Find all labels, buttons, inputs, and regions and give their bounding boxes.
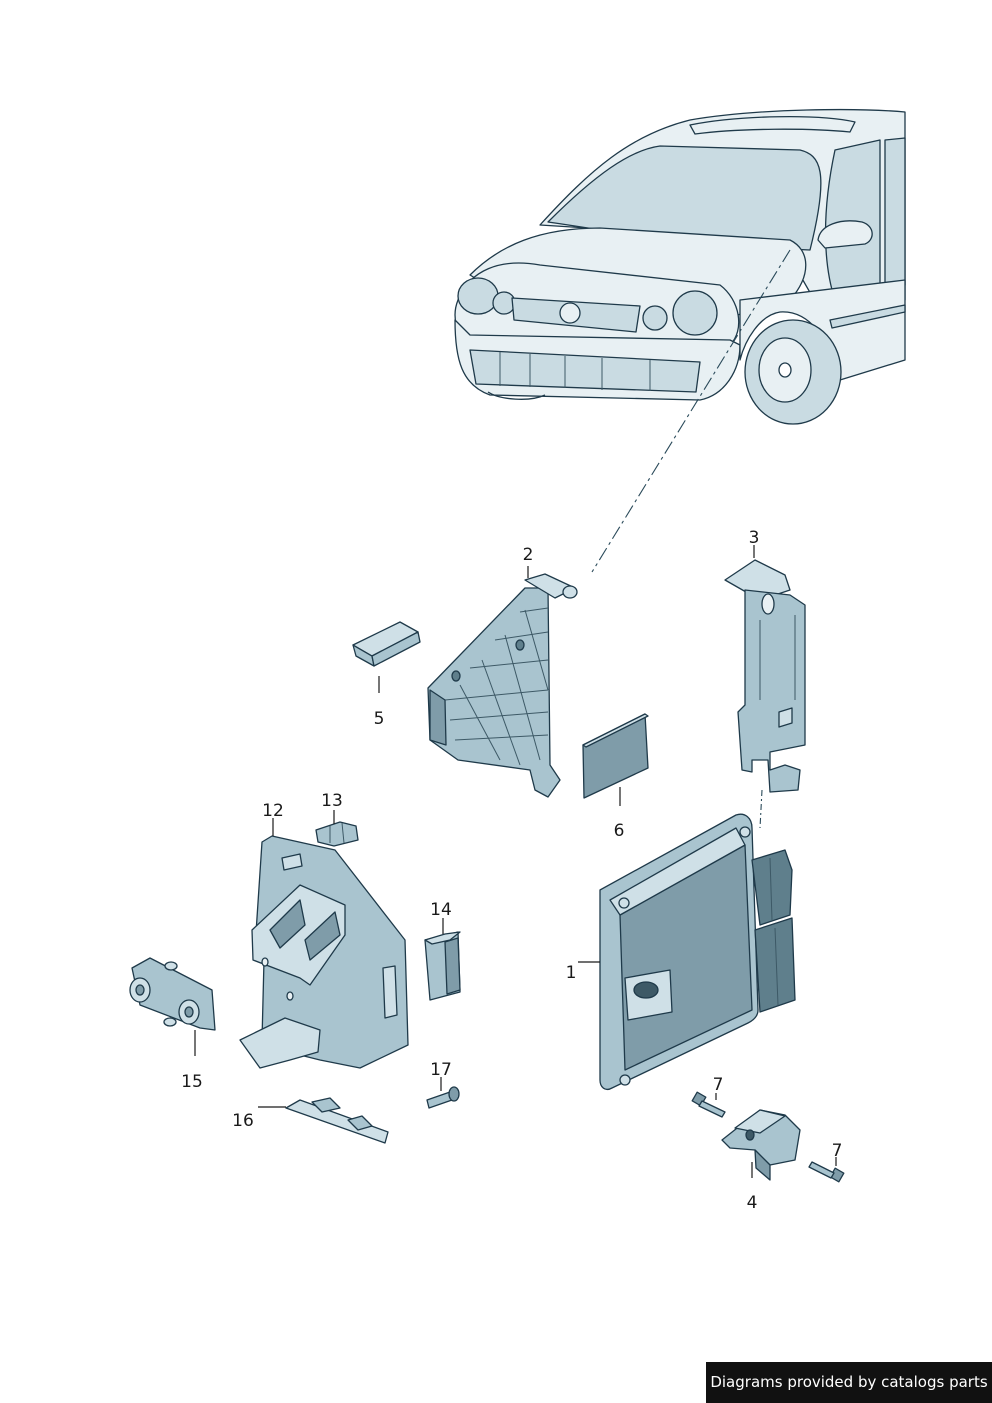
part-2-grid [444, 607, 549, 766]
part-12-bracket [239, 835, 409, 1069]
part-1-control-unit [599, 813, 796, 1091]
callout-16: 16 [232, 1111, 254, 1131]
part-7-screw-a [691, 1091, 726, 1118]
part-4-holder [721, 1109, 801, 1181]
locator-line-2 [759, 789, 763, 829]
callout-6: 6 [614, 821, 625, 841]
part-7-screw-b [808, 1161, 845, 1183]
locator-line [591, 249, 791, 573]
part-17-screw [426, 1086, 460, 1109]
callout-4: 4 [747, 1193, 758, 1213]
part-5-clip [352, 621, 421, 667]
car-illustration [454, 108, 906, 425]
callout-7-right: 7 [832, 1141, 843, 1161]
callout-7-left: 7 [713, 1075, 724, 1095]
callout-15: 15 [181, 1072, 203, 1092]
callout-labels: 2 3 5 6 1 4 7 7 12 13 14 15 16 17 [181, 528, 842, 1213]
part-13-clip [315, 821, 359, 847]
part-6-pad [582, 713, 649, 799]
callout-13: 13 [321, 791, 343, 811]
callout-3: 3 [749, 528, 760, 548]
callout-1: 1 [566, 963, 577, 983]
part-2-bracket [427, 573, 578, 798]
part-3-bracket [724, 559, 806, 793]
part-14-holder [424, 931, 461, 1001]
callout-12: 12 [262, 801, 284, 821]
credit-banner: Diagrams provided by catalogs parts [706, 1362, 992, 1403]
callout-14: 14 [430, 900, 452, 920]
part-15-mount [129, 957, 216, 1031]
callout-5: 5 [374, 709, 385, 729]
leader-lines [194, 545, 837, 1178]
callout-2: 2 [523, 545, 534, 565]
callout-17: 17 [430, 1060, 452, 1080]
part-16-strip [285, 1097, 389, 1144]
